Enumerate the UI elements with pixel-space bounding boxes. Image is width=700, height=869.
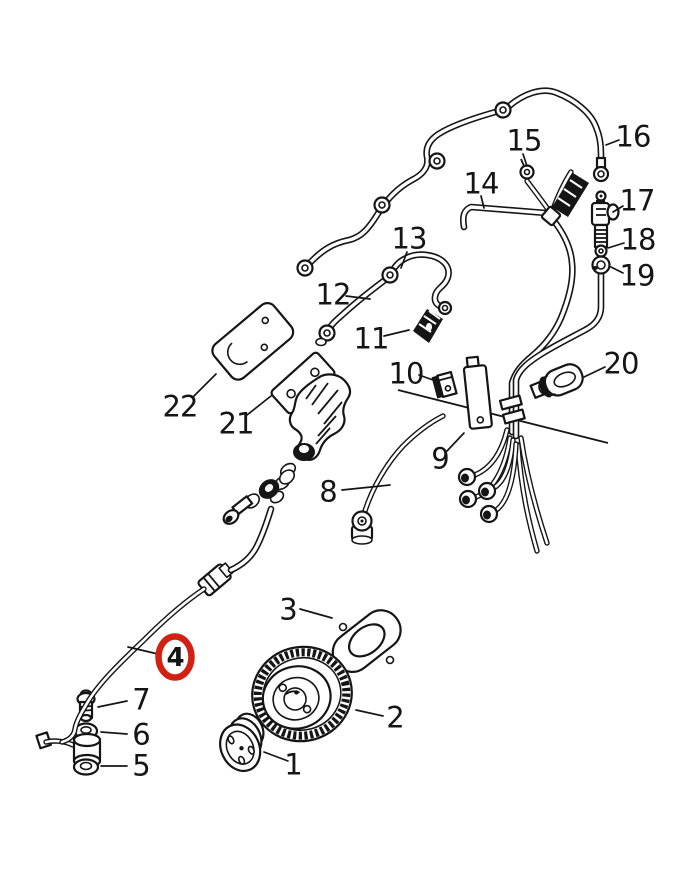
pipe4-banjo-assembly [222,462,297,525]
part-5-6-7-elbow-assembly [35,689,102,776]
part-label-3: 3 [279,592,297,627]
pipe-nuts [296,101,610,347]
pipe-clip [498,394,523,411]
part-label-22: 22 [162,389,199,424]
part-label-16: 16 [615,119,652,154]
part-label-7: 7 [132,682,150,717]
part-label-21: 21 [218,406,255,441]
part-label-4-highlighted: 4 [166,643,184,673]
part-1-hub [219,712,265,773]
injector-pipe-nuts [457,467,499,524]
part-label-19: 19 [619,258,656,293]
part-label-13: 13 [391,221,428,256]
part-11-clamp [413,309,443,343]
part-9-bracket [462,355,493,430]
part-label-17: 17 [619,183,656,218]
part-3-gasket [331,609,402,673]
part-label-9: 9 [431,441,449,476]
part-label-6: 6 [132,717,150,752]
part-10-clamp [431,370,458,399]
leader-lines [97,139,625,767]
part-label-11: 11 [353,321,390,356]
part-21-plate [270,351,336,415]
part-label-15: 15 [506,123,543,158]
part-2-timing-gear [251,645,353,743]
part-22-saddle-clamp [211,302,295,381]
part-label-12: 12 [315,277,352,312]
part-label-1: 1 [284,747,302,782]
part-17-18-19-connector-stack [590,190,620,275]
part-label-2: 2 [386,700,404,735]
part-label-14: 14 [463,166,500,201]
part-label-18: 18 [620,222,657,257]
pipe-junction-fitting [540,205,562,227]
part-8-banjo [350,510,374,545]
part-label-8: 8 [319,474,337,509]
part-label-5: 5 [132,748,150,783]
pump-body [288,373,352,461]
part-label-10: 10 [388,356,425,391]
pipe-clamp-upper [552,173,589,217]
part-label-20: 20 [603,346,640,381]
highlight-ring [155,633,195,681]
pipe-clip [501,408,526,425]
part-20-clamp [529,363,584,399]
